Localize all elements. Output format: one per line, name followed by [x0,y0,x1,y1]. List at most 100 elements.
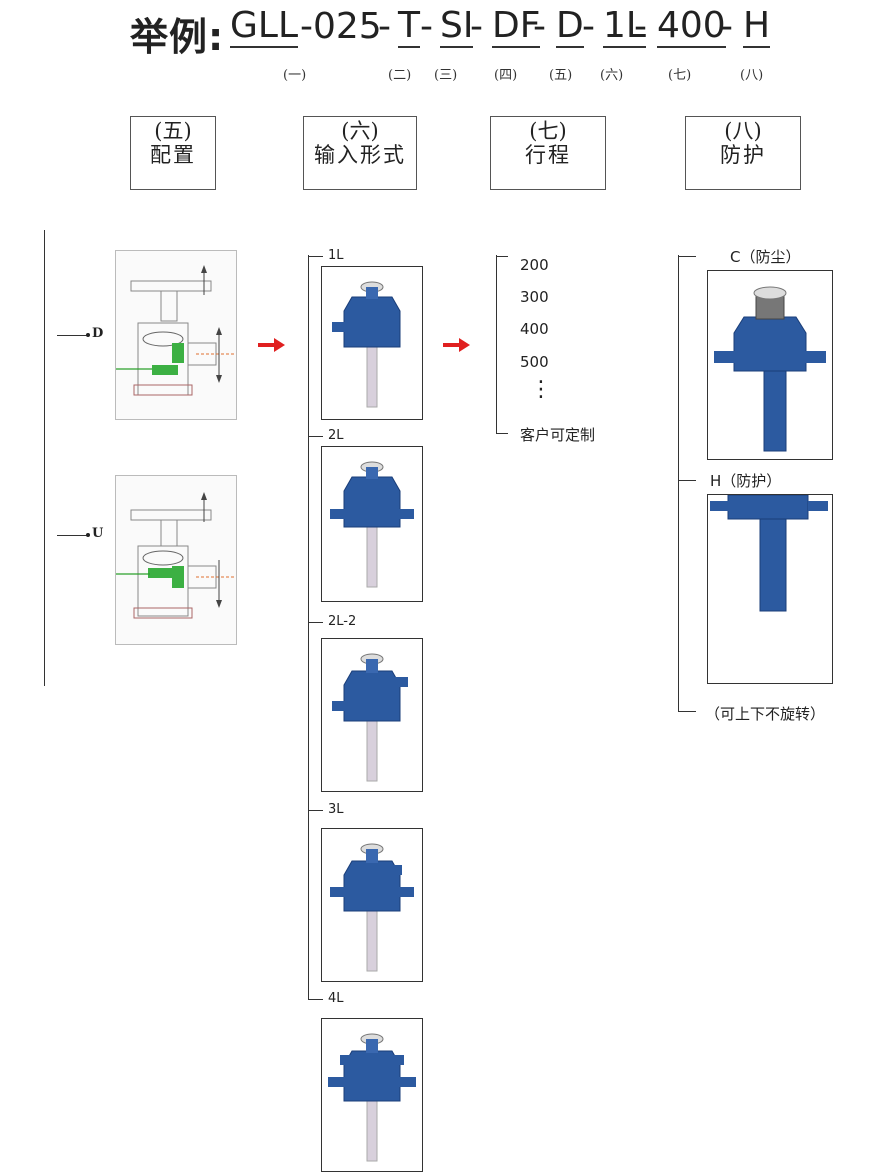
input-shaft [808,501,828,511]
screw-shaft [160,290,178,322]
input-bracket-line [308,255,309,1000]
config-d-diagram [115,250,237,420]
protection-mid-tick [678,480,696,481]
arrow-head [216,327,222,335]
header-num: (五) [154,119,192,143]
protection-label-dust: C（防尘） [730,248,801,266]
code-part-stroke: 400 [657,5,726,48]
config-dot [86,533,90,537]
gearbox [343,670,401,722]
header-text: 行程 [525,143,571,168]
code-dash: - [533,6,546,47]
branch-tick [308,999,323,1000]
config-dot [86,333,90,337]
code-dash: - [378,6,391,47]
input-shaft [332,701,346,711]
screw-rod [366,1100,378,1162]
input-shaft [332,322,346,332]
stroke-bottom-tick [496,433,508,434]
protection-label-no-rotate: （可上下不旋转） [705,705,826,723]
jack-drawing [710,495,828,612]
stroke-bracket-line [496,255,497,433]
header-num: (七) [529,119,567,143]
code-part-size: -025 [300,6,382,47]
config-d-drawing [116,265,234,396]
neck [366,659,378,673]
rotation-ellipse [142,331,184,347]
stroke-top-tick [496,256,508,257]
code-dash: - [634,6,647,47]
jack-image-2l-2 [321,638,423,792]
neck [366,467,378,479]
input-shaft [386,865,402,875]
top-flange [753,286,787,300]
jack-drawing [714,286,826,452]
sub-label-7: (七) [668,68,692,83]
red-arrow-1 [258,338,285,352]
config-branch-line [57,535,87,536]
gearbox [733,316,807,372]
input-shaft [398,1077,416,1087]
protection-bottom-tick [678,711,696,712]
stroke-ellipsis: ⋮ [530,377,552,402]
jack-image-guard [707,494,833,684]
jack-drawing [328,1033,416,1162]
input-shaft [398,887,414,897]
config-option-d: D [92,326,104,341]
handwheel-bar [130,509,212,521]
branch-tick [308,810,323,811]
sub-label-5: (五) [549,68,573,83]
code-part-si: SI [440,5,474,48]
dust-cover [763,370,787,452]
input-shaft [710,501,730,511]
guard-tube [759,518,787,612]
stroke-value-300: 300 [520,288,549,306]
input-shaft [330,887,346,897]
gearbox [343,476,401,528]
header-stroke: (七) 行程 [490,116,606,190]
header-num: (八) [724,119,762,143]
screw-rod [366,346,378,408]
branch-tick [308,256,323,257]
worm-wheel [148,568,174,578]
neck [366,849,378,863]
code-dash: - [470,6,483,47]
title-row: 举例: GLL -025 - T - SI - DF - D - 1L - 40… [0,0,894,100]
screw-rod [366,910,378,972]
red-arrow-2 [443,338,470,352]
jack-image-dust [707,270,833,460]
header-config: (五) 配置 [130,116,216,190]
up-arrow-head [201,492,207,500]
gearbox [343,296,401,348]
neck [366,287,378,299]
header-text: 输入形式 [314,143,406,168]
code-part-df: DF [492,5,541,48]
rotation-ellipse [142,550,184,566]
branch-tick [308,436,323,437]
stroke-value-400: 400 [520,320,549,338]
gearbox [727,495,809,520]
header-text: 配置 [150,143,196,168]
base-plate [133,384,193,396]
neck [366,1039,378,1053]
up-arrow-head [201,265,207,273]
protection-top-tick [678,256,696,257]
code-dash: - [582,6,595,47]
header-protection: (八) 防护 [685,116,801,190]
input-shaft [392,677,408,687]
jack-image-4l [321,1018,423,1172]
config-bracket-line [44,230,45,686]
stroke-value-200: 200 [520,256,549,274]
screw-shaft [160,519,178,547]
jack-image-2l [321,446,423,602]
input-label-4l: 4L [328,991,344,1006]
input-label-2l-2: 2L-2 [328,614,357,629]
branch-tick [308,622,323,623]
config-u-diagram [115,475,237,645]
config-u-drawing [116,492,234,619]
stroke-custom: 客户可定制 [520,426,596,444]
input-label-1l: 1L [328,248,344,263]
worm-gear [172,566,184,588]
header-num: (六) [341,119,379,143]
sub-label-4: (四) [494,68,518,83]
